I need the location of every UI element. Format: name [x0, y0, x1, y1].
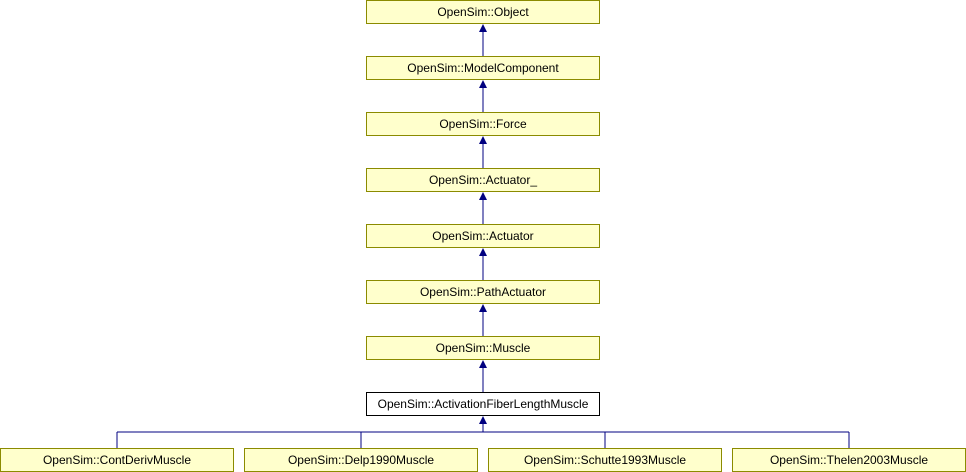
node-schutte1993-muscle-label: OpenSim::Schutte1993Muscle	[523, 453, 687, 467]
node-schutte1993-muscle[interactable]: OpenSim::Schutte1993Muscle	[488, 448, 722, 472]
node-force-label: OpenSim::Force	[439, 117, 527, 131]
node-thelen2003-muscle-label: OpenSim::Thelen2003Muscle	[769, 453, 929, 467]
node-cont-deriv-muscle[interactable]: OpenSim::ContDerivMuscle	[0, 448, 234, 472]
node-delp1990-muscle[interactable]: OpenSim::Delp1990Muscle	[244, 448, 478, 472]
node-activation-fiber-length-muscle-label: OpenSim::ActivationFiberLengthMuscle	[377, 397, 589, 411]
node-model-component-label: OpenSim::ModelComponent	[407, 61, 559, 75]
node-delp1990-muscle-label: OpenSim::Delp1990Muscle	[287, 453, 435, 467]
node-cont-deriv-muscle-label: OpenSim::ContDerivMuscle	[42, 453, 192, 467]
node-actuator[interactable]: OpenSim::Actuator	[366, 224, 600, 248]
node-muscle[interactable]: OpenSim::Muscle	[366, 336, 600, 360]
node-thelen2003-muscle[interactable]: OpenSim::Thelen2003Muscle	[732, 448, 966, 472]
node-force[interactable]: OpenSim::Force	[366, 112, 600, 136]
node-model-component[interactable]: OpenSim::ModelComponent	[366, 56, 600, 80]
node-object-label: OpenSim::Object	[437, 5, 529, 19]
node-actuator-label: OpenSim::Actuator	[432, 229, 534, 243]
node-muscle-label: OpenSim::Muscle	[435, 341, 531, 355]
node-path-actuator[interactable]: OpenSim::PathActuator	[366, 280, 600, 304]
node-path-actuator-label: OpenSim::PathActuator	[419, 285, 547, 299]
node-object[interactable]: OpenSim::Object	[366, 0, 600, 24]
node-actuator-underscore[interactable]: OpenSim::Actuator_	[366, 168, 600, 192]
node-activation-fiber-length-muscle: OpenSim::ActivationFiberLengthMuscle	[366, 392, 600, 416]
node-actuator-underscore-label: OpenSim::Actuator_	[428, 173, 538, 187]
